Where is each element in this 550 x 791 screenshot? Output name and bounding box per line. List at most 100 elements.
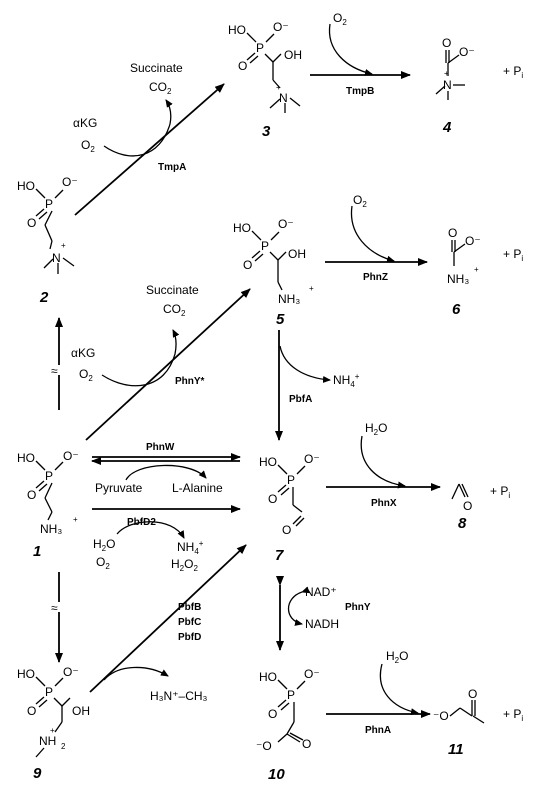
- enzyme-label-tmpB: TmpB: [346, 86, 374, 97]
- compound-8-structure: O: [451, 483, 472, 513]
- o2-label-tmpA: O2: [81, 138, 95, 154]
- svg-text:NH: NH: [39, 734, 56, 748]
- akg-label-tmpA: αKG: [73, 116, 97, 130]
- succinate-label-phnYstar: Succinate: [146, 283, 199, 297]
- compound-10-structure: HO P O⁻ O O ⁻O: [256, 667, 320, 753]
- phnX-h2o-curve: [360, 435, 406, 489]
- svg-text:O: O: [468, 687, 477, 701]
- succinate-label-tmpA: Succinate: [130, 61, 183, 75]
- svg-text:O: O: [268, 707, 277, 721]
- svg-text:HO: HO: [228, 23, 246, 37]
- svg-text:P: P: [45, 685, 53, 699]
- product-pi-6: + Pi: [503, 247, 523, 263]
- svg-text:P: P: [256, 41, 264, 55]
- phnZ-o2-curve: [350, 205, 395, 263]
- svg-text:O⁻: O⁻: [63, 665, 79, 679]
- svg-text:N: N: [443, 78, 452, 92]
- svg-text:N: N: [279, 91, 288, 105]
- product-pi-11: + Pi: [503, 707, 523, 723]
- h2o-label-phnX: H2O: [365, 421, 387, 437]
- nh4-label-pbfD2: NH4+: [177, 539, 204, 556]
- o2-label-phnYstar: O2: [79, 367, 93, 383]
- svg-text:+: +: [50, 726, 55, 735]
- phnA-h2o-curve: [379, 663, 419, 716]
- svg-text:O: O: [442, 36, 451, 50]
- svg-text:P: P: [261, 239, 269, 253]
- arrow-1-to-5: [85, 288, 251, 441]
- compound-label-9: 9: [33, 765, 42, 782]
- svg-text:O: O: [282, 523, 291, 537]
- enzyme-label-phnX: PhnX: [371, 498, 397, 509]
- svg-text:+: +: [444, 69, 449, 78]
- enzyme-label-phnA: PhnA: [365, 725, 391, 736]
- akg-label-phnYstar: αKG: [71, 346, 95, 360]
- compound-label-7: 7: [275, 547, 284, 564]
- pbfD2-cosubstrate-curve: [116, 521, 185, 539]
- compound-label-4: 4: [442, 119, 452, 136]
- svg-text:+: +: [309, 284, 314, 293]
- product-pi-4: + Pi: [503, 64, 523, 80]
- break-symbol-1-2: ≈: [51, 364, 58, 378]
- phnYstar-cosubstrate-curve: [101, 329, 180, 387]
- svg-text:+: +: [474, 265, 479, 274]
- alanine-label: L-Alanine: [172, 481, 223, 495]
- tmpB-o2-curve: [328, 23, 373, 76]
- compound-label-2: 2: [39, 289, 49, 306]
- svg-text:+: +: [61, 241, 66, 250]
- compound-2-structure: HO P O⁻ O N +: [17, 175, 78, 274]
- arrow-2-to-3: [74, 83, 225, 216]
- pbfA-nh4-curve: [279, 345, 331, 383]
- svg-text:+: +: [276, 83, 281, 92]
- svg-text:HO: HO: [17, 179, 35, 193]
- enzyme-label-phnZ: PhnZ: [363, 272, 388, 283]
- svg-text:O: O: [302, 737, 311, 751]
- compound-label-5: 5: [276, 311, 285, 328]
- svg-text:OH: OH: [72, 704, 90, 718]
- svg-text:HO: HO: [259, 455, 277, 469]
- svg-text:P: P: [45, 197, 53, 211]
- enzyme-label-pbfD: PbfD: [178, 632, 201, 643]
- compound-label-10: 10: [268, 766, 285, 783]
- svg-text:O: O: [268, 492, 277, 506]
- svg-text:O⁻: O⁻: [273, 20, 289, 34]
- enzyme-label-phnYstar: PhnY*: [175, 376, 205, 387]
- pyruvate-label: Pyruvate: [95, 481, 143, 495]
- svg-text:O⁻: O⁻: [62, 175, 78, 189]
- svg-text:OH: OH: [284, 48, 302, 62]
- o2-label-pbfD2: O2: [96, 555, 110, 571]
- nh4-label-pbfA: NH4+: [333, 372, 360, 389]
- h2o-label-phnA: H2O: [386, 649, 408, 665]
- nadh-label: NADH: [305, 617, 339, 631]
- compound-7-structure: HO P O⁻ O O: [259, 452, 320, 537]
- arrow-9-to-7: [89, 544, 247, 693]
- svg-text:HO: HO: [17, 451, 35, 465]
- enzyme-label-phnW: PhnW: [146, 442, 175, 453]
- compound-3-structure: HO P O⁻ O OH N +: [228, 20, 302, 113]
- co2-label-phnYstar: CO2: [163, 302, 186, 318]
- svg-text:O: O: [448, 226, 457, 240]
- compound-label-11: 11: [448, 741, 464, 758]
- compound-9-structure: HO P O⁻ O OH NH 2 +: [17, 665, 90, 758]
- pbfBCD-methylamine-curve: [103, 666, 169, 681]
- svg-text:NH₃: NH₃: [278, 292, 300, 306]
- co2-label-tmpA: CO2: [149, 80, 172, 96]
- compound-1-structure: HO P O⁻ O NH₃ +: [17, 449, 79, 536]
- svg-text:HO: HO: [259, 670, 277, 684]
- svg-text:O⁻: O⁻: [465, 234, 481, 248]
- svg-text:HO: HO: [17, 667, 35, 681]
- compound-5-structure: HO P O⁻ O OH NH₃ +: [233, 217, 314, 306]
- break-symbol-1-9: ≈: [51, 601, 58, 615]
- svg-text:O: O: [238, 59, 247, 73]
- svg-text:O⁻: O⁻: [304, 452, 320, 466]
- o2-label-tmpB: O2: [333, 11, 347, 27]
- svg-text:O: O: [27, 488, 36, 502]
- compound-label-8: 8: [458, 515, 467, 532]
- svg-text:O⁻: O⁻: [304, 667, 320, 681]
- svg-text:N: N: [52, 251, 61, 265]
- svg-text:O⁻: O⁻: [459, 45, 475, 59]
- compound-label-6: 6: [452, 301, 461, 318]
- svg-text:O: O: [27, 704, 36, 718]
- phnW-cosubstrate-curve: [125, 464, 207, 481]
- svg-text:2: 2: [61, 742, 66, 751]
- svg-text:O⁻: O⁻: [278, 217, 294, 231]
